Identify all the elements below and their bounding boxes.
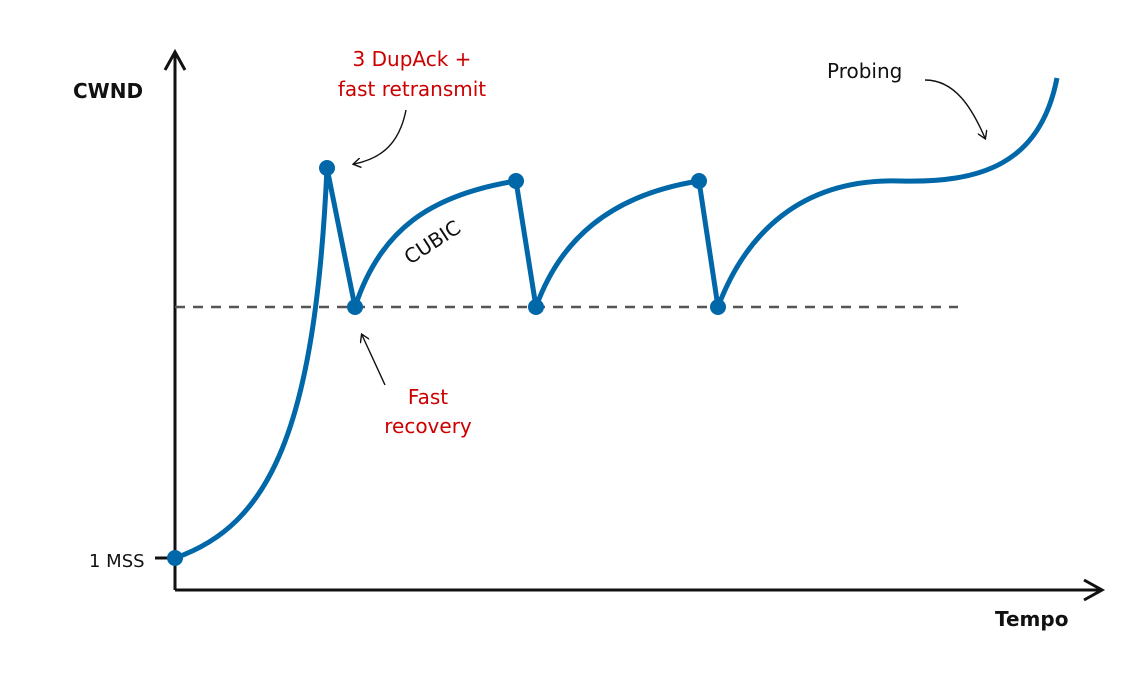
- point-loss-3: [691, 173, 707, 189]
- dupack-label-2: fast retransmit: [338, 77, 486, 101]
- point-loss-2: [508, 173, 524, 189]
- y-axis-arrow-icon: [163, 48, 187, 71]
- point-loss-1: [319, 160, 335, 176]
- recovery-arrow-icon: [362, 335, 386, 386]
- dupack-label-1: 3 DupAck +: [353, 47, 472, 71]
- point-start: [167, 550, 183, 566]
- point-recovery-2: [528, 299, 544, 315]
- cwnd-curve: [174, 77, 1060, 561]
- probing-arrow-icon: [924, 79, 985, 138]
- probing-label: Probing: [827, 59, 902, 83]
- dupack-arrow-icon: [354, 109, 407, 164]
- point-recovery-1: [347, 299, 363, 315]
- y-tick-label: 1 MSS: [89, 551, 145, 572]
- recovery-label-1: Fast: [408, 385, 448, 409]
- y-axis-label: CWND: [73, 79, 143, 103]
- point-recovery-3: [710, 299, 726, 315]
- recovery-label-2: recovery: [384, 414, 472, 438]
- x-axis-label: Tempo: [995, 607, 1068, 631]
- x-axis-arrow-icon: [1083, 578, 1106, 602]
